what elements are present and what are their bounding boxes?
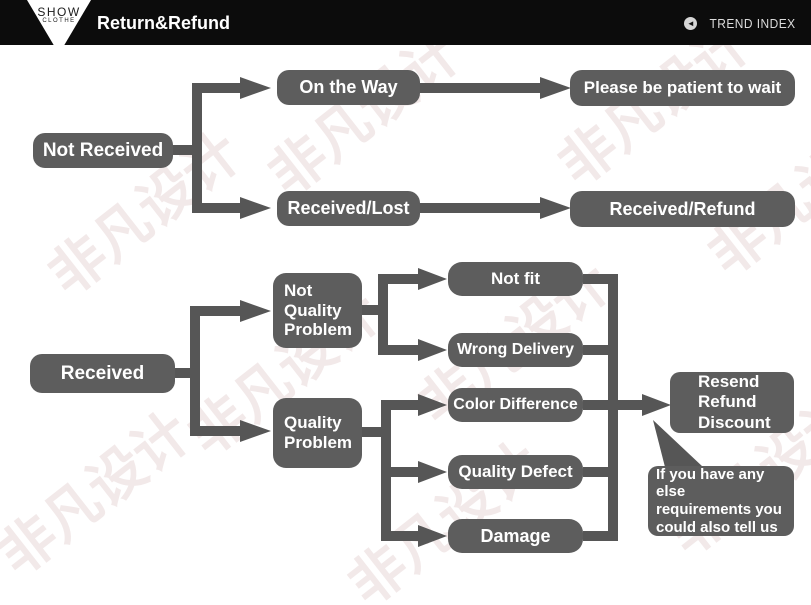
node-damage: Damage [448, 519, 583, 553]
arrowheads [240, 77, 703, 547]
page-title: Return&Refund [97, 13, 230, 33]
back-arrow-circle-icon: ◄ [684, 17, 698, 30]
logo-text-show: SHOW [37, 5, 81, 19]
node-received: Received [30, 354, 175, 393]
node-wrong-delivery: Wrong Delivery [448, 333, 583, 367]
node-please-be-patient: Please be patient to wait [570, 70, 795, 106]
node-not-received: Not Received [33, 133, 173, 168]
bubble-tail [653, 420, 703, 471]
connector-lines [173, 83, 642, 541]
node-quality-problem: Quality Problem [273, 398, 362, 468]
node-color-difference: Color Difference [448, 388, 583, 422]
logo-text-clothe: CLOTHE [42, 18, 76, 24]
trend-index-label: TREND INDEX [709, 16, 796, 31]
header-bar [0, 0, 811, 45]
node-on-the-way: On the Way [277, 70, 420, 105]
node-not-fit: Not fit [448, 262, 583, 296]
node-received-refund: Received/Refund [570, 191, 795, 227]
node-not-quality-problem: Not Quality Problem [273, 273, 362, 348]
trend-index: ◄ TREND INDEX [684, 16, 796, 31]
node-quality-defect: Quality Defect [448, 455, 583, 489]
node-received-lost: Received/Lost [277, 191, 420, 226]
note-bubble: If you have any else requirements you co… [648, 466, 794, 536]
node-resend-refund-discount: Resend Refund Discount [670, 372, 794, 433]
